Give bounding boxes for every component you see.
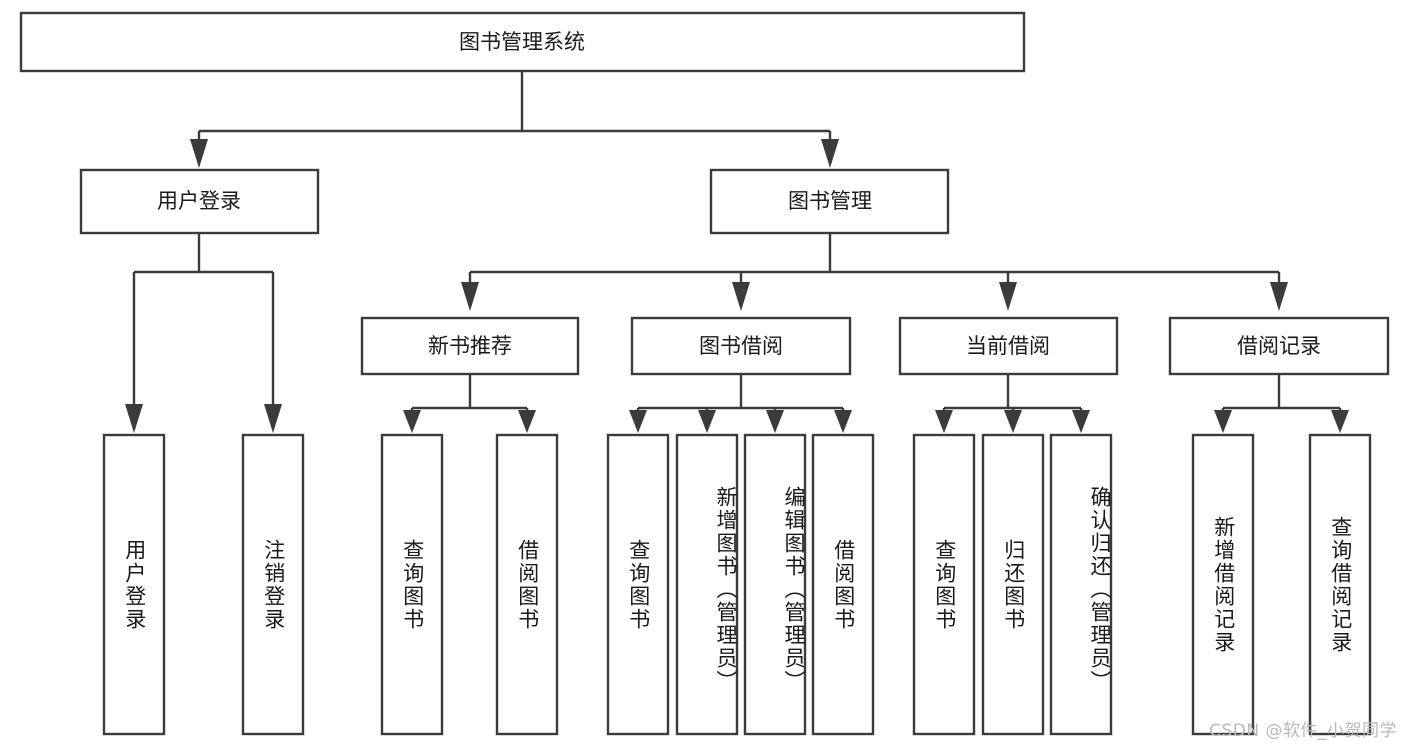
node-root-label: 图书管理系统	[459, 30, 585, 54]
node-leaf-edit-book-box[interactable]	[743, 433, 807, 736]
node-book-management-label: 图书管理	[788, 189, 872, 213]
node-book-borrow-box[interactable]	[630, 316, 852, 376]
node-user-login-box[interactable]	[79, 168, 320, 235]
arrow-head-leaf-borrow-book-1	[518, 410, 536, 433]
arrow-head-borrow-record	[1270, 282, 1288, 311]
node-user-login-label: 用户登录	[157, 189, 241, 213]
arrow-head-book-management	[821, 139, 839, 168]
arrow-head-current-borrow	[999, 282, 1017, 311]
node-leaf-add-book-box[interactable]	[675, 433, 739, 736]
arrow-head-leaf-confirm-return	[1072, 410, 1090, 433]
node-leaf-user-login-box[interactable]	[102, 433, 166, 736]
arrow-head-leaf-borrow-book-2	[834, 410, 852, 433]
node-leaf-query-book-2-box[interactable]	[606, 433, 670, 736]
arrow-head-leaf-add-book	[698, 410, 716, 433]
arrow-head-leaf-query-book-1	[403, 410, 421, 433]
arrow-head-user-login	[190, 139, 208, 168]
node-root-box[interactable]	[19, 11, 1026, 73]
node-borrow-record-box[interactable]	[1168, 316, 1390, 376]
node-leaf-query-book-1-box[interactable]	[380, 433, 444, 736]
arrow-head-leaf-add-record	[1214, 410, 1232, 433]
node-borrow-record-label: 借阅记录	[1237, 334, 1321, 358]
arrow-head-leaf-query-record	[1331, 410, 1349, 433]
node-leaf-return-book-box[interactable]	[981, 433, 1045, 736]
node-book-borrow-label: 图书借阅	[699, 334, 783, 358]
node-current-borrow-label: 当前借阅	[966, 334, 1050, 358]
node-leaf-query-book-3-box[interactable]	[912, 433, 976, 736]
node-leaf-add-record-box[interactable]	[1191, 433, 1255, 736]
arrow-head-leaf-user-login	[125, 404, 143, 433]
node-new-book-recommend-box[interactable]	[360, 316, 580, 376]
node-book-management-box[interactable]	[709, 168, 950, 235]
arrow-head-leaf-edit-book	[766, 410, 784, 433]
node-leaf-borrow-book-2-box[interactable]	[811, 433, 875, 736]
node-leaf-confirm-return-box[interactable]	[1049, 433, 1113, 736]
node-leaf-query-record-box[interactable]	[1308, 433, 1372, 736]
arrow-head-new-book-recommend	[461, 282, 479, 311]
arrow-head-leaf-query-book-3	[935, 410, 953, 433]
node-leaf-logout-box[interactable]	[241, 433, 305, 736]
node-current-borrow-box[interactable]	[898, 316, 1119, 376]
arrow-head-leaf-query-book-2	[629, 410, 647, 433]
watermark-text: CSDN @软件_小贺同学	[1209, 721, 1397, 741]
arrow-head-book-borrow	[732, 282, 750, 311]
node-new-book-recommend-label: 新书推荐	[428, 334, 512, 358]
node-leaf-borrow-book-1-box[interactable]	[495, 433, 559, 736]
arrow-head-leaf-logout	[264, 404, 282, 433]
arrow-head-leaf-return-book	[1004, 410, 1022, 433]
